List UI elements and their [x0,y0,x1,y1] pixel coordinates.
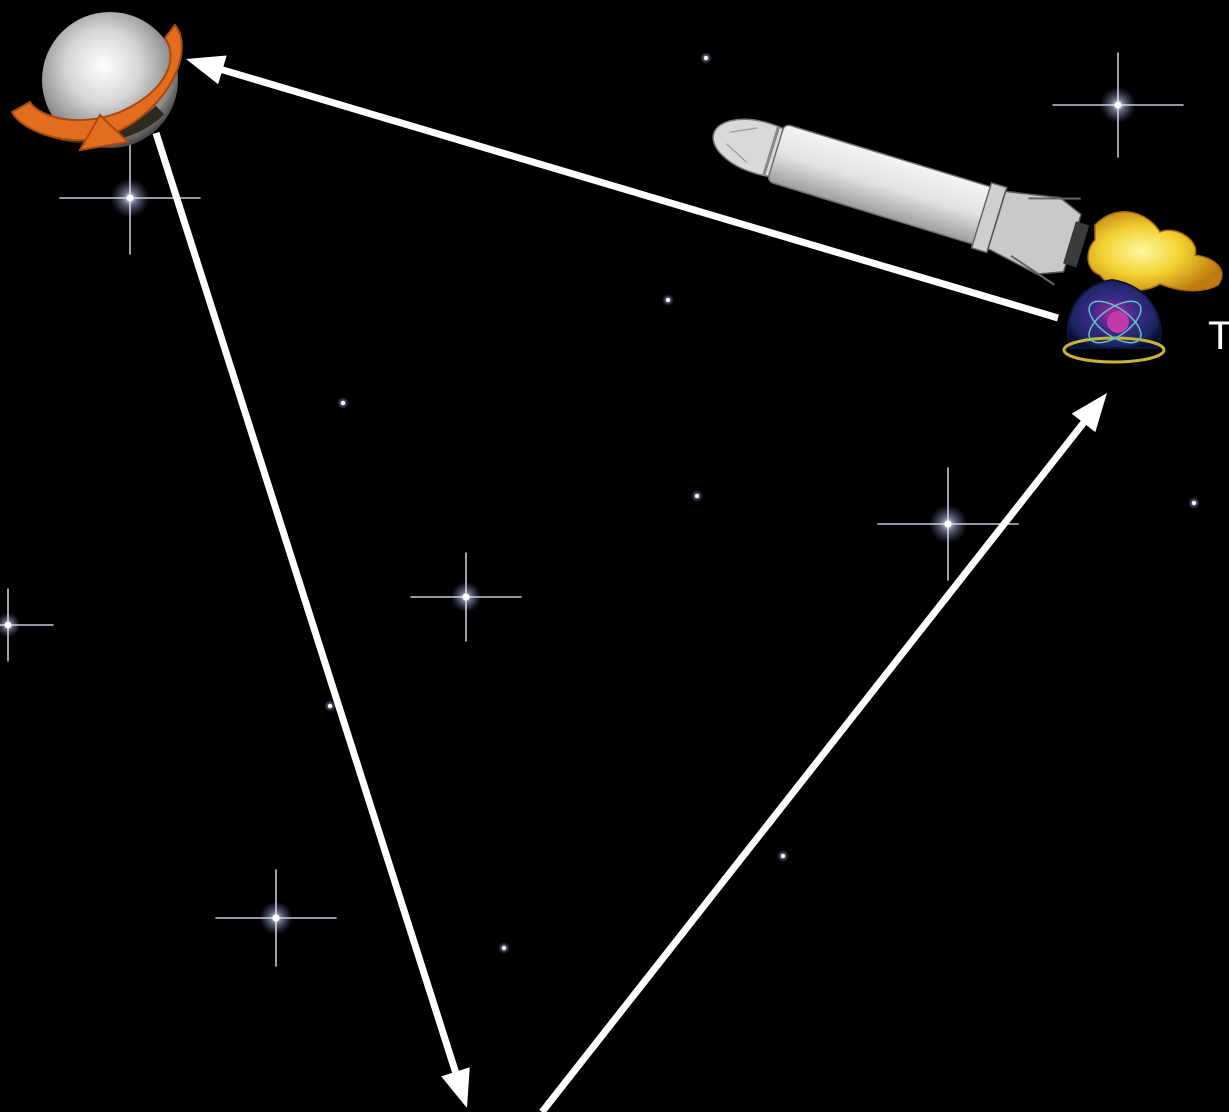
star [1053,53,1183,157]
star [411,553,521,641]
star [1188,497,1200,509]
star [777,850,789,862]
emblem-node-label: T [1208,312,1229,360]
star [662,294,674,306]
star [878,468,1018,580]
star [700,52,712,64]
arrow-node-globe-to-node-bottom [156,133,470,1108]
star [337,397,349,409]
star [498,942,510,954]
rocket-flame-icon [1088,212,1222,291]
atom-emblem-icon [1064,280,1164,362]
orbiting-globe-icon [12,12,182,150]
star [691,490,703,502]
star [0,589,53,661]
star [216,870,336,966]
arrow-node-bottom-to-node-emblem [542,393,1107,1112]
rocket-icon [701,90,1096,289]
